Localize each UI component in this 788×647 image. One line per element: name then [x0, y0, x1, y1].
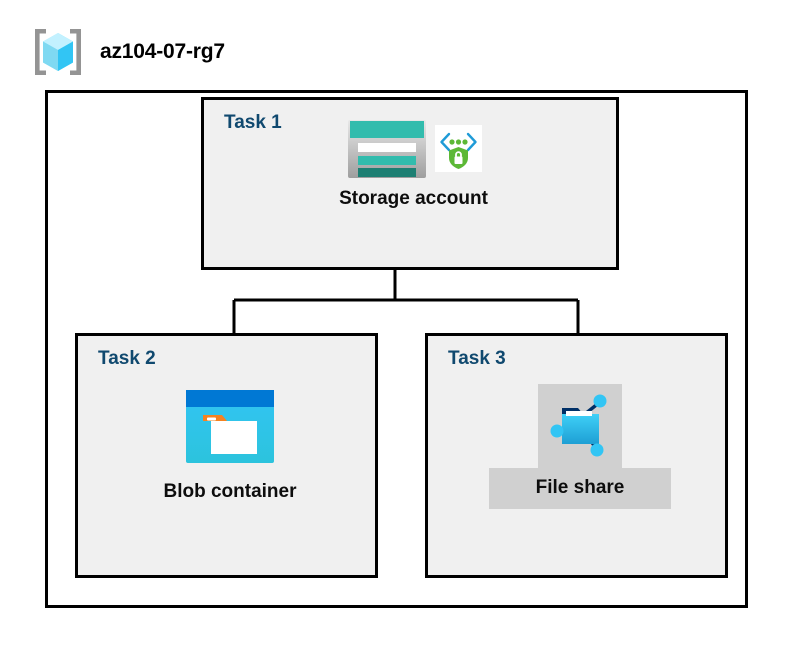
node-storage-account[interactable]: Storage account	[311, 118, 516, 210]
resource-group-header: az104-07-rg7	[30, 26, 225, 78]
resource-group-icon	[30, 26, 86, 78]
panel-task-1: Task 1	[201, 97, 619, 270]
file-share-caption: File share	[535, 477, 625, 498]
panel-task-2: Task 2	[75, 333, 378, 578]
task-1-label: Task 1	[224, 112, 282, 133]
storage-account-caption: Storage account	[339, 188, 488, 209]
storage-account-icon	[346, 118, 428, 180]
file-share-caption-highlight: File share	[489, 468, 671, 509]
file-share-icon-highlight	[538, 384, 622, 468]
page-title: az104-07-rg7	[100, 40, 225, 63]
blob-container-caption: Blob container	[163, 481, 297, 502]
file-share-icon	[543, 389, 617, 463]
security-shield-icon	[434, 118, 482, 172]
node-blob-container[interactable]: Blob container	[125, 388, 335, 503]
node-file-share[interactable]: File share	[485, 384, 675, 509]
resource-group-container: Task 1	[45, 90, 748, 608]
panel-task-3: Task 3	[425, 333, 728, 578]
blob-container-icon	[184, 388, 276, 481]
task-3-label: Task 3	[448, 348, 506, 369]
task-2-label: Task 2	[98, 348, 156, 369]
